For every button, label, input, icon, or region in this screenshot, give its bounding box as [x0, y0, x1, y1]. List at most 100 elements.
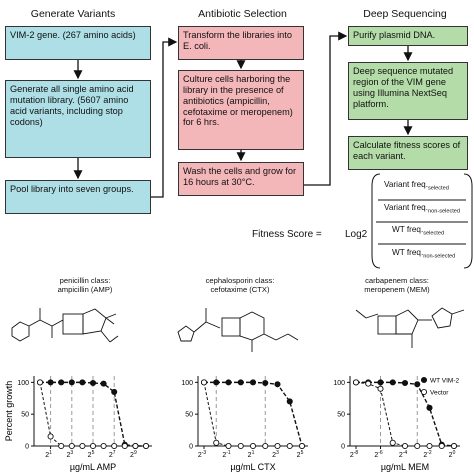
data-point-wt [47, 379, 54, 386]
data-point-wt [111, 388, 118, 395]
data-point-vector [121, 442, 128, 450]
arrow-wash-to-purify [304, 31, 348, 186]
fitness-label: Fitness Score = [252, 229, 322, 240]
fitness-wt-nonselected: WT freq.non-selected [392, 248, 456, 260]
fitness-variant-nonselected: Variant freq.non-selected [384, 203, 461, 215]
y-tick-label: 0 [25, 444, 29, 451]
data-point-wt [249, 379, 257, 386]
legend-label: WT VIM-2 [430, 378, 460, 385]
column-title-sequencing: Deep Sequencing [363, 8, 447, 20]
x-tick-label: 2-6 [374, 450, 383, 459]
data-point-vector [89, 442, 97, 450]
data-point-vector [365, 380, 372, 387]
data-point-vector [352, 379, 360, 386]
class-title-cephalosporin: cephalosporin class:cefotaxime (CTX) [205, 276, 275, 295]
x-tick-label: 23 [272, 450, 279, 459]
data-point-vector [100, 442, 107, 450]
data-point-wt [389, 379, 396, 386]
data-point-vector [213, 439, 220, 446]
legend-marker [420, 388, 428, 396]
step-wash-grow: Wash the cells and grow for 16 hours at … [178, 162, 304, 196]
column-title-generate: Generate Variants [30, 8, 116, 20]
class-title-penicillin: penicillin class:ampicillin (AMP) [57, 276, 113, 295]
data-point-vector [401, 442, 409, 450]
data-point-vector [438, 442, 445, 450]
series-line-wt [40, 381, 146, 447]
step-culture: Culture cells harboring the library in t… [178, 70, 304, 150]
fitness-brackets [371, 173, 473, 269]
x-tick-label: 21 [45, 450, 52, 459]
data-point-wt [68, 379, 75, 386]
data-point-wt [426, 404, 433, 411]
data-point-vector [450, 442, 458, 450]
x-tick-label: 27 [109, 450, 116, 459]
chemical-structures [11, 307, 465, 352]
data-point-vector [389, 439, 396, 446]
data-point-wt [89, 379, 97, 387]
data-point-vector [237, 442, 244, 450]
ampicillin-structure [11, 308, 119, 343]
y-tick-label: 0 [189, 444, 193, 451]
data-point-vector [111, 442, 118, 450]
step-purify: Purify plasmid DNA. [348, 26, 468, 46]
x-tick-label: 20 [449, 450, 456, 459]
y-tick-label: 100 [333, 380, 345, 387]
data-point-vector [377, 385, 384, 392]
x-axis-label: µg/mL AMP [70, 462, 116, 472]
class-title-carbapenem: carbapenem class:meropenem (MEM) [364, 276, 430, 295]
step-generate-library: Generate all single amino acid mutation … [5, 80, 151, 158]
x-tick-label: 2-2 [423, 450, 432, 459]
data-point-vector [225, 442, 232, 450]
y-tick-label: 100 [181, 380, 193, 387]
y-tick-label: 50 [21, 412, 29, 419]
data-point-wt [401, 379, 409, 387]
data-point-wt [414, 381, 421, 388]
data-point-vector [68, 442, 75, 450]
y-tick-label: 100 [17, 380, 29, 387]
data-point-wt [274, 381, 281, 388]
data-point-vector [426, 442, 433, 450]
x-tick-label: 2-8 [350, 450, 359, 459]
y-tick-label: 50 [337, 412, 345, 419]
data-point-wt [377, 379, 384, 386]
fitness-wt-selected: WT freq.selected [392, 225, 445, 237]
arrow-pool-to-transform [151, 37, 178, 198]
data-point-vector [142, 442, 150, 450]
x-tick-label: 2-1 [222, 450, 231, 459]
x-tick-label: 29 [130, 450, 137, 459]
data-point-vector [36, 379, 44, 386]
data-point-wt [100, 380, 107, 387]
data-point-wt [225, 379, 232, 386]
step-vim2-gene: VIM-2 gene. (267 amino acids) [5, 26, 151, 60]
x-tick-label: 21 [248, 450, 255, 459]
data-point-vector [286, 442, 293, 450]
x-tick-label: 2-3 [198, 450, 207, 459]
data-point-wt [58, 379, 65, 386]
workflow-arrows [73, 31, 413, 198]
step-fitness-scores: Calculate fitness scores of each variant… [348, 136, 468, 170]
data-point-vector [79, 442, 86, 450]
series-line-vector [355, 381, 454, 447]
series-line-wt [204, 381, 303, 447]
x-axis-label: µg/mL MEM [381, 462, 429, 472]
data-point-vector [249, 442, 257, 450]
y-tick-label: 0 [341, 444, 345, 451]
data-point-vector [58, 442, 65, 450]
data-point-vector [298, 442, 306, 450]
fitness-variant-selected: Variant freq.selected [384, 180, 449, 192]
step-transform: Transform the libraries into E. coli. [178, 26, 304, 60]
x-tick-label: 25 [297, 450, 304, 459]
x-tick-label: 2-4 [399, 450, 408, 459]
series-line-vector [203, 382, 302, 447]
data-point-vector [200, 379, 208, 386]
data-point-wt [237, 379, 244, 386]
data-point-wt [262, 379, 269, 387]
data-point-vector [262, 442, 269, 450]
data-point-wt [286, 398, 293, 405]
step-pool-library: Pool library into seven groups. [5, 180, 151, 214]
legend-marker [420, 376, 428, 384]
data-point-wt [213, 379, 220, 386]
legend-label: Vector [430, 390, 449, 397]
data-point-vector [274, 442, 281, 450]
